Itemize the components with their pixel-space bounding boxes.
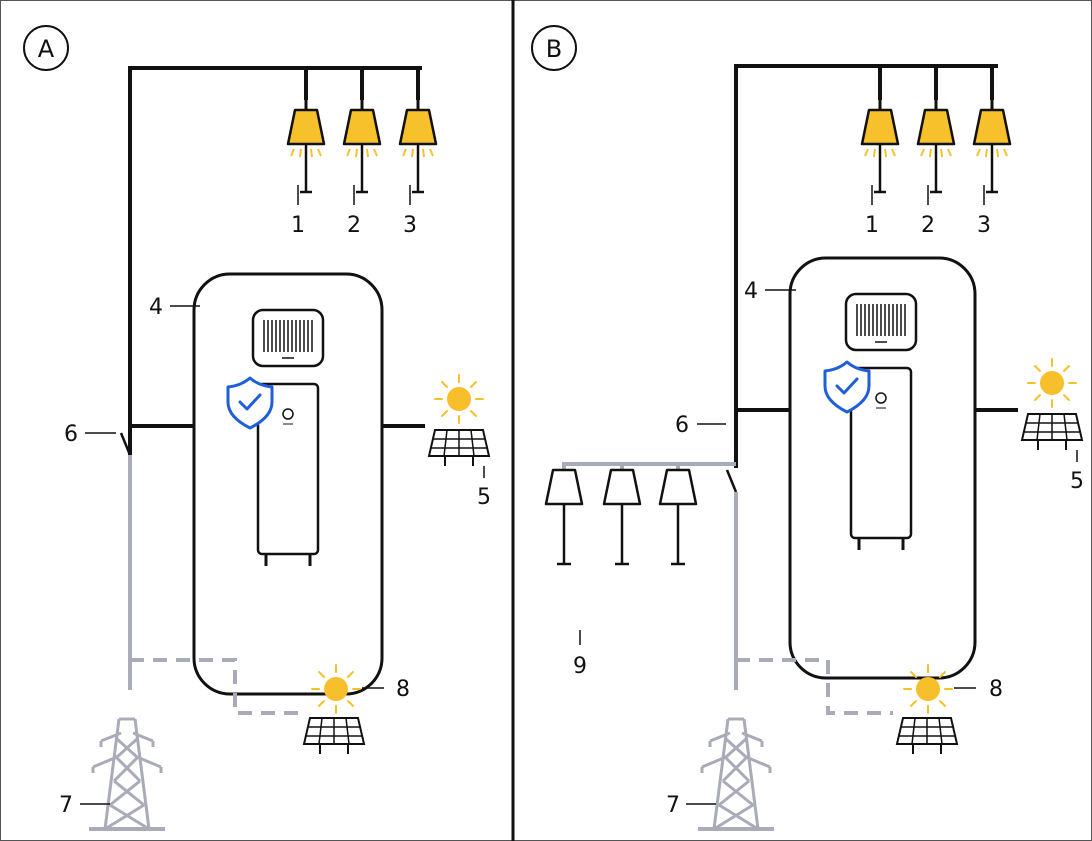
label-7: 7 <box>59 793 73 818</box>
label-2: 2 <box>921 213 935 238</box>
label-6: 6 <box>64 422 78 447</box>
solar-panel-icon <box>1021 413 1083 451</box>
lamp-icon <box>658 468 698 566</box>
label-4: 4 <box>149 295 163 320</box>
label-2: 2 <box>347 213 361 238</box>
lamp-icon <box>860 98 900 194</box>
lamp-icon <box>398 98 438 194</box>
pylon-icon <box>696 717 776 831</box>
label-1: 1 <box>865 213 879 238</box>
panel-b-badge <box>531 25 577 71</box>
lamp-icon <box>286 98 326 194</box>
inverter-icon <box>844 292 918 352</box>
label-9: 9 <box>573 654 587 679</box>
panel-b-letter: B <box>546 35 562 63</box>
lamp-icon <box>342 98 382 194</box>
pylon-icon <box>87 717 167 831</box>
inverter-icon <box>251 308 325 368</box>
lamp-icon <box>602 468 642 566</box>
grid-solar-link-b <box>736 658 893 715</box>
grid-solar-link-a <box>130 658 300 715</box>
backup-circuit-b <box>734 64 1018 468</box>
sun-icon <box>1027 358 1077 408</box>
panel-a: A 1 2 3 4 5 <box>23 25 491 831</box>
sun-icon <box>434 374 484 424</box>
lamp-icon <box>544 468 584 566</box>
lamp-icon <box>916 98 956 194</box>
backup-circuit-a <box>128 66 425 470</box>
label-4: 4 <box>744 279 758 304</box>
grid-circuit-b <box>562 462 738 690</box>
label-1: 1 <box>291 213 305 238</box>
label-3: 3 <box>977 213 991 238</box>
sun-icon <box>311 664 361 714</box>
label-5: 5 <box>477 485 491 510</box>
label-5: 5 <box>1070 469 1084 494</box>
sun-icon <box>903 664 953 714</box>
solar-panel-icon <box>896 717 958 755</box>
lamp-icon <box>972 98 1012 194</box>
label-8: 8 <box>989 677 1003 702</box>
switch-icon <box>725 468 738 494</box>
panel-b: B 1 2 3 4 5 6 <box>531 25 1084 831</box>
solar-panel-icon <box>428 429 490 467</box>
panel-a-badge <box>23 25 69 71</box>
label-3: 3 <box>403 213 417 238</box>
label-7: 7 <box>666 793 680 818</box>
solar-panel-icon <box>303 717 365 755</box>
label-6: 6 <box>675 413 689 438</box>
panel-a-letter: A <box>38 35 55 63</box>
label-8: 8 <box>396 677 410 702</box>
